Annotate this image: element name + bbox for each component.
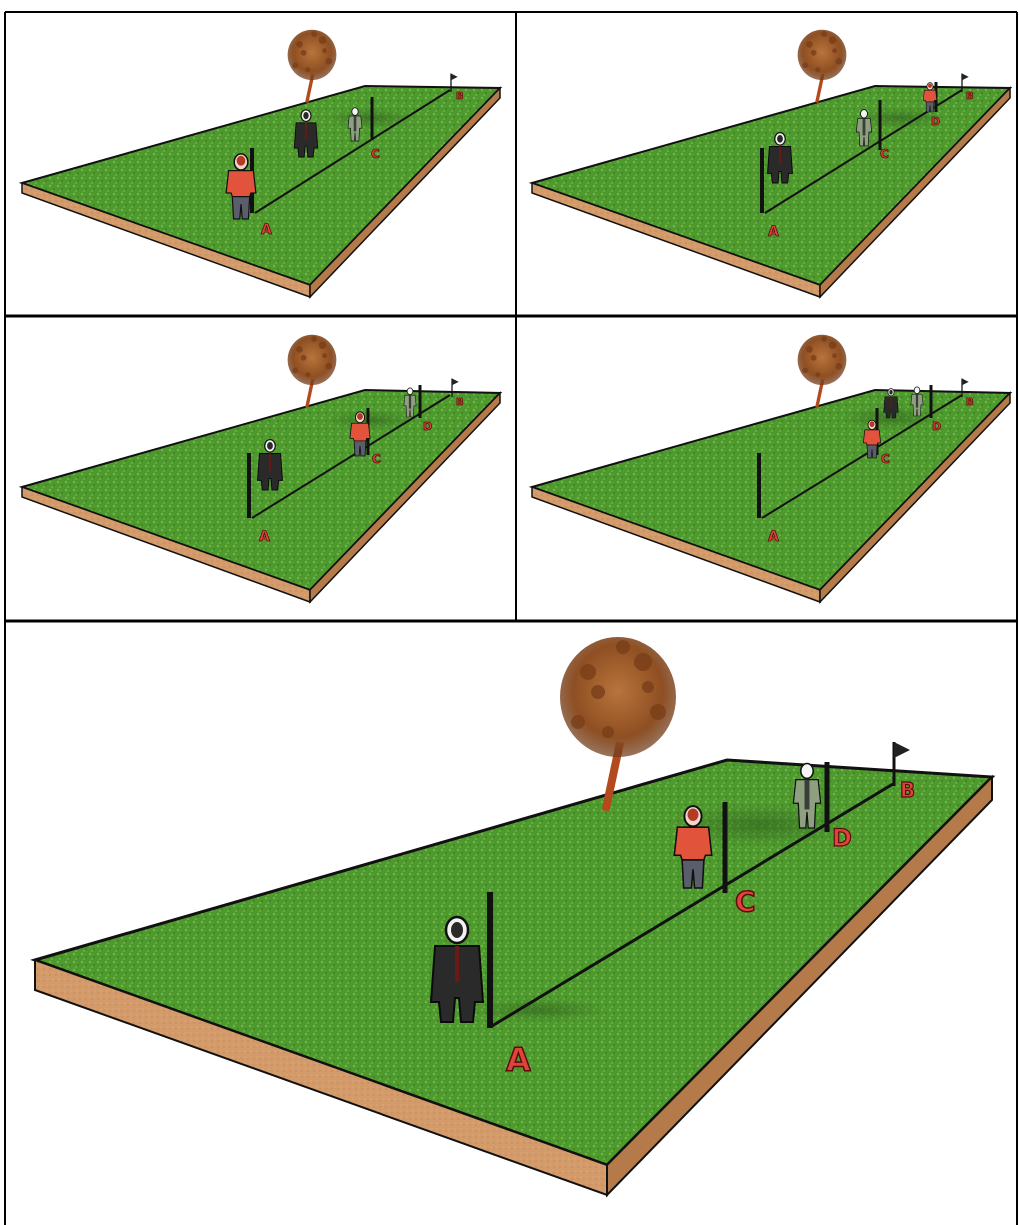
label-a: A: [261, 222, 272, 238]
label-c: C: [735, 885, 756, 918]
label-c: C: [880, 147, 889, 161]
tree-icon: [798, 30, 847, 103]
panel-5: A C D B: [35, 637, 992, 1195]
label-b: B: [456, 397, 464, 408]
tree-icon: [288, 335, 337, 408]
label-b: B: [966, 397, 974, 408]
label-c: C: [371, 147, 380, 161]
label-d: D: [423, 420, 432, 433]
label-d: D: [931, 115, 940, 128]
tree-icon: [798, 335, 847, 408]
label-d: D: [932, 420, 941, 433]
panel-1: A C B: [22, 30, 500, 297]
panel-4: A C D B: [532, 335, 1010, 602]
label-a: A: [768, 529, 779, 545]
panel-2: A C D B: [532, 30, 1010, 297]
label-c: C: [372, 452, 381, 466]
label-b: B: [456, 91, 464, 102]
panel-3: A C D B: [22, 335, 500, 602]
label-b: B: [900, 778, 915, 802]
label-a: A: [768, 224, 779, 240]
label-a: A: [506, 1041, 531, 1079]
label-a: A: [259, 529, 270, 545]
label-b: B: [966, 91, 974, 102]
label-c: C: [881, 452, 890, 466]
label-d: D: [832, 824, 852, 852]
tree-icon: [288, 30, 337, 103]
